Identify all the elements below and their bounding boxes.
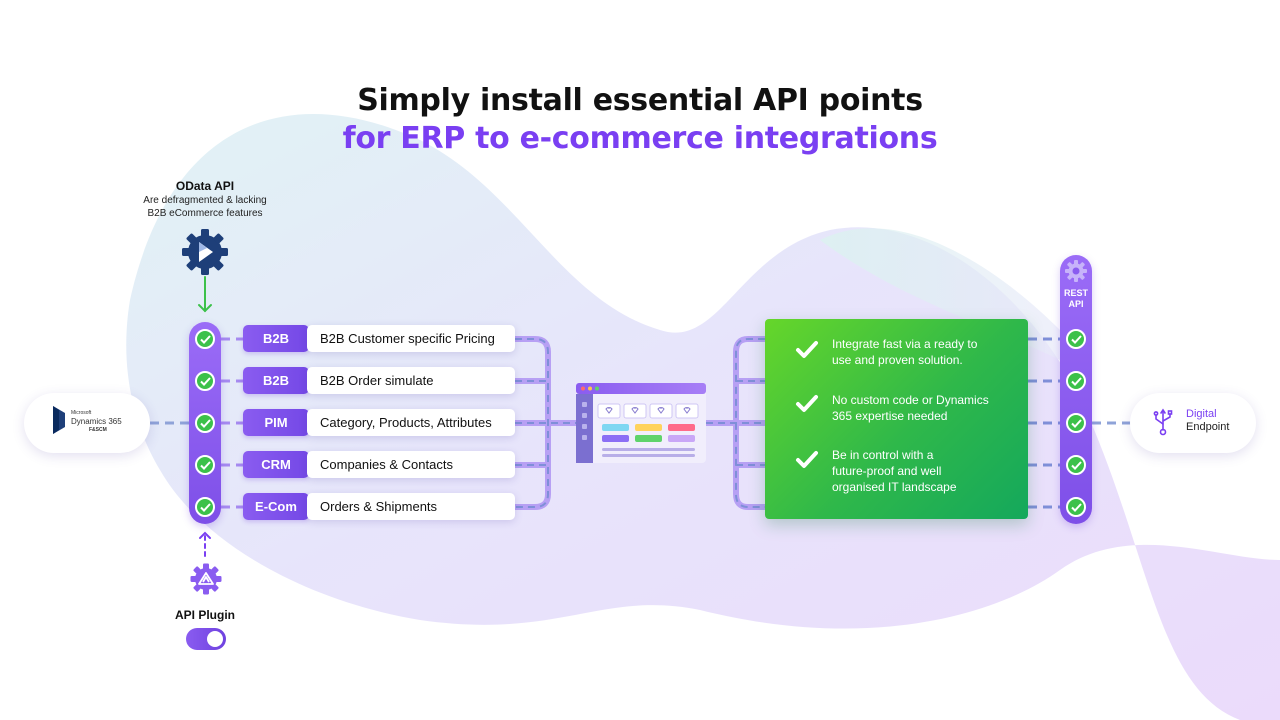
api-plugin-label: API Plugin [175, 608, 235, 622]
rest-api-line1: REST [1063, 288, 1088, 298]
row-tag-ecom: E-Com [243, 493, 309, 520]
check-icon [1066, 371, 1086, 391]
row-label-b2b-pricing: B2B Customer specific Pricing [307, 325, 515, 352]
toggle-knob [207, 631, 223, 647]
benefit-1: Integrate fast via a ready to use and pr… [832, 336, 1022, 368]
benefits-box: Integrate fast via a ready to use and pr… [765, 319, 1028, 519]
dynamics-brand-name: Dynamics 365 [71, 417, 122, 426]
dynamics-brand-small: Microsoft [71, 410, 92, 416]
check-icon [796, 341, 818, 358]
odata-desc-line2: B2B eCommerce features [147, 208, 263, 219]
digital-endpoint-line1: Digital [1186, 408, 1217, 420]
row-label-ecom: Orders & Shipments [307, 493, 515, 520]
odata-title: OData API [175, 179, 235, 193]
row-tag-b2b-pricing: B2B [243, 325, 309, 352]
row-label-crm: Companies & Contacts [307, 451, 515, 478]
rest-api-line2: API [1068, 299, 1084, 309]
plugin-gear-icon [190, 563, 222, 595]
check-icon [195, 497, 215, 517]
benefit-1-line2: use and proven solution. [832, 353, 963, 367]
gear-icon [1064, 259, 1088, 283]
check-icon [796, 451, 818, 468]
check-icon [796, 395, 818, 412]
page-subtitle: for ERP to e-commerce integrations [342, 121, 938, 156]
check-icon [195, 413, 215, 433]
digital-endpoint-label: Digital Endpoint [1186, 408, 1229, 434]
dynamics-brand-sub: F&SCM [89, 427, 107, 433]
row-tag-crm: CRM [243, 451, 309, 478]
api-plugin-toggle[interactable] [186, 628, 226, 650]
benefit-1-line1: Integrate fast via a ready to [832, 337, 978, 351]
dashboard-panel [576, 383, 706, 463]
odata-desc-line1: Are defragmented & lacking [143, 195, 267, 206]
page-title: Simply install essential API points [357, 83, 923, 118]
benefit-2-line1: No custom code or Dynamics [832, 393, 989, 407]
row-tag-b2b-order: B2B [243, 367, 309, 394]
check-icon [195, 455, 215, 475]
benefit-2: No custom code or Dynamics 365 expertise… [832, 392, 1022, 424]
check-icon [195, 371, 215, 391]
check-icon [1066, 497, 1086, 517]
rest-api-label: REST API [1060, 288, 1092, 310]
row-tag-pim: PIM [243, 409, 309, 436]
check-icon [1066, 455, 1086, 475]
row-label-b2b-order: B2B Order simulate [307, 367, 515, 394]
benefit-3-line2: future-proof and well [832, 464, 942, 478]
check-icon [1066, 413, 1086, 433]
usb-icon [1153, 408, 1173, 436]
benefit-3: Be in control with a future-proof and we… [832, 447, 1022, 495]
dynamics-365-node [24, 393, 150, 453]
benefit-2-line2: 365 expertise needed [832, 409, 948, 423]
odata-description: Are defragmented & lacking B2B eCommerce… [120, 194, 290, 220]
check-icon [1066, 329, 1086, 349]
dynamics-logo-icon [53, 406, 65, 434]
check-icon [195, 329, 215, 349]
digital-endpoint-node [1130, 393, 1256, 453]
up-arrow-dashed [199, 531, 211, 557]
benefit-3-line3: organised IT landscape [832, 480, 957, 494]
down-arrow [198, 276, 212, 313]
row-label-pim: Category, Products, Attributes [307, 409, 515, 436]
digital-endpoint-line2: Endpoint [1186, 421, 1230, 433]
benefit-3-line1: Be in control with a [832, 448, 934, 462]
dynamics-gear-icon [181, 228, 229, 276]
